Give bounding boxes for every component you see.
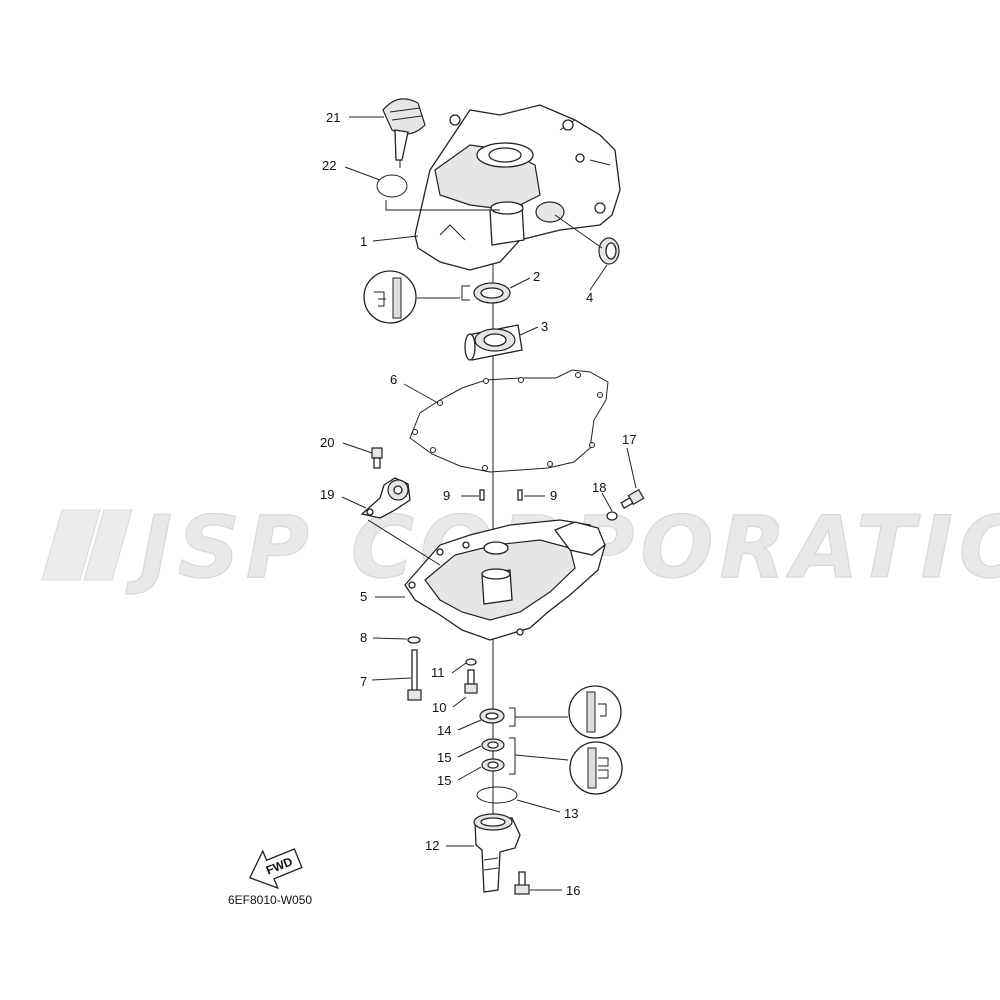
callout-18: 18 — [592, 480, 606, 495]
bolt-20 — [371, 447, 383, 469]
bolt-16 — [514, 871, 530, 895]
watermark-logo-bar-2 — [83, 509, 133, 581]
callout-16: 16 — [566, 883, 580, 898]
bolt-7 — [407, 649, 422, 701]
drain-bolt-17 — [620, 488, 645, 509]
callout-19: 19 — [320, 487, 334, 502]
washer-8 — [407, 636, 421, 644]
washer-11 — [465, 658, 477, 666]
gasket-bolt-holes — [412, 372, 603, 471]
fwd-arrow-icon: FWD — [248, 848, 303, 890]
seal-bracket-15 — [509, 737, 516, 775]
callout-6: 6 — [390, 372, 397, 387]
gasket-18 — [606, 511, 618, 521]
callout-13: 13 — [564, 806, 578, 821]
callout-17: 17 — [622, 432, 636, 447]
oil-pan-5 — [404, 519, 606, 641]
callout-2: 2 — [533, 269, 540, 284]
callout-12: 12 — [425, 838, 439, 853]
callout-20: 20 — [320, 435, 334, 450]
upper-casing — [414, 104, 621, 271]
callout-7: 7 — [360, 674, 367, 689]
seal-section-detail-2 — [568, 685, 622, 739]
oil-strainer-19 — [360, 477, 411, 519]
gasket-6 — [409, 369, 609, 473]
o-ring-13 — [476, 786, 518, 804]
callout-10: 10 — [432, 700, 446, 715]
callout-5: 5 — [360, 589, 367, 604]
oil-seal-14 — [479, 707, 568, 727]
callout-15b: 15 — [437, 773, 451, 788]
seal-section-detail-1 — [363, 270, 417, 324]
callout-labels: 21 22 1 2 3 4 6 20 19 9 9 17 18 5 8 7 11… — [320, 110, 636, 898]
oil-seal-15a — [481, 738, 505, 752]
leader-lines — [341, 116, 637, 891]
callout-9a: 9 — [443, 488, 450, 503]
dipstick — [382, 98, 426, 168]
callout-14: 14 — [437, 723, 451, 738]
o-ring-22 — [376, 174, 408, 198]
callout-1: 1 — [360, 234, 367, 249]
exhaust-pipe-12 — [473, 813, 521, 893]
callout-21: 21 — [326, 110, 340, 125]
seal-leader-15 — [514, 754, 569, 761]
bolt-10 — [464, 669, 478, 694]
dipstick-guide-line — [385, 200, 500, 211]
callout-3: 3 — [541, 319, 548, 334]
diagram-code: 6EF8010-W050 — [228, 893, 312, 907]
callout-8: 8 — [360, 630, 367, 645]
callout-9b: 9 — [550, 488, 557, 503]
callout-15a: 15 — [437, 750, 451, 765]
oil-seal-15b — [481, 758, 505, 772]
oil-seal-4 — [554, 214, 620, 265]
callout-4: 4 — [586, 290, 593, 305]
callout-22: 22 — [322, 158, 336, 173]
dowel-pin-9b — [517, 489, 523, 501]
oil-seal-2 — [417, 282, 511, 304]
watermark-logo-bar-1 — [41, 509, 101, 581]
callout-11: 11 — [431, 665, 445, 680]
dowel-pin-9a — [479, 489, 485, 501]
bearing-3 — [464, 324, 523, 361]
seal-section-detail-3 — [569, 741, 623, 795]
